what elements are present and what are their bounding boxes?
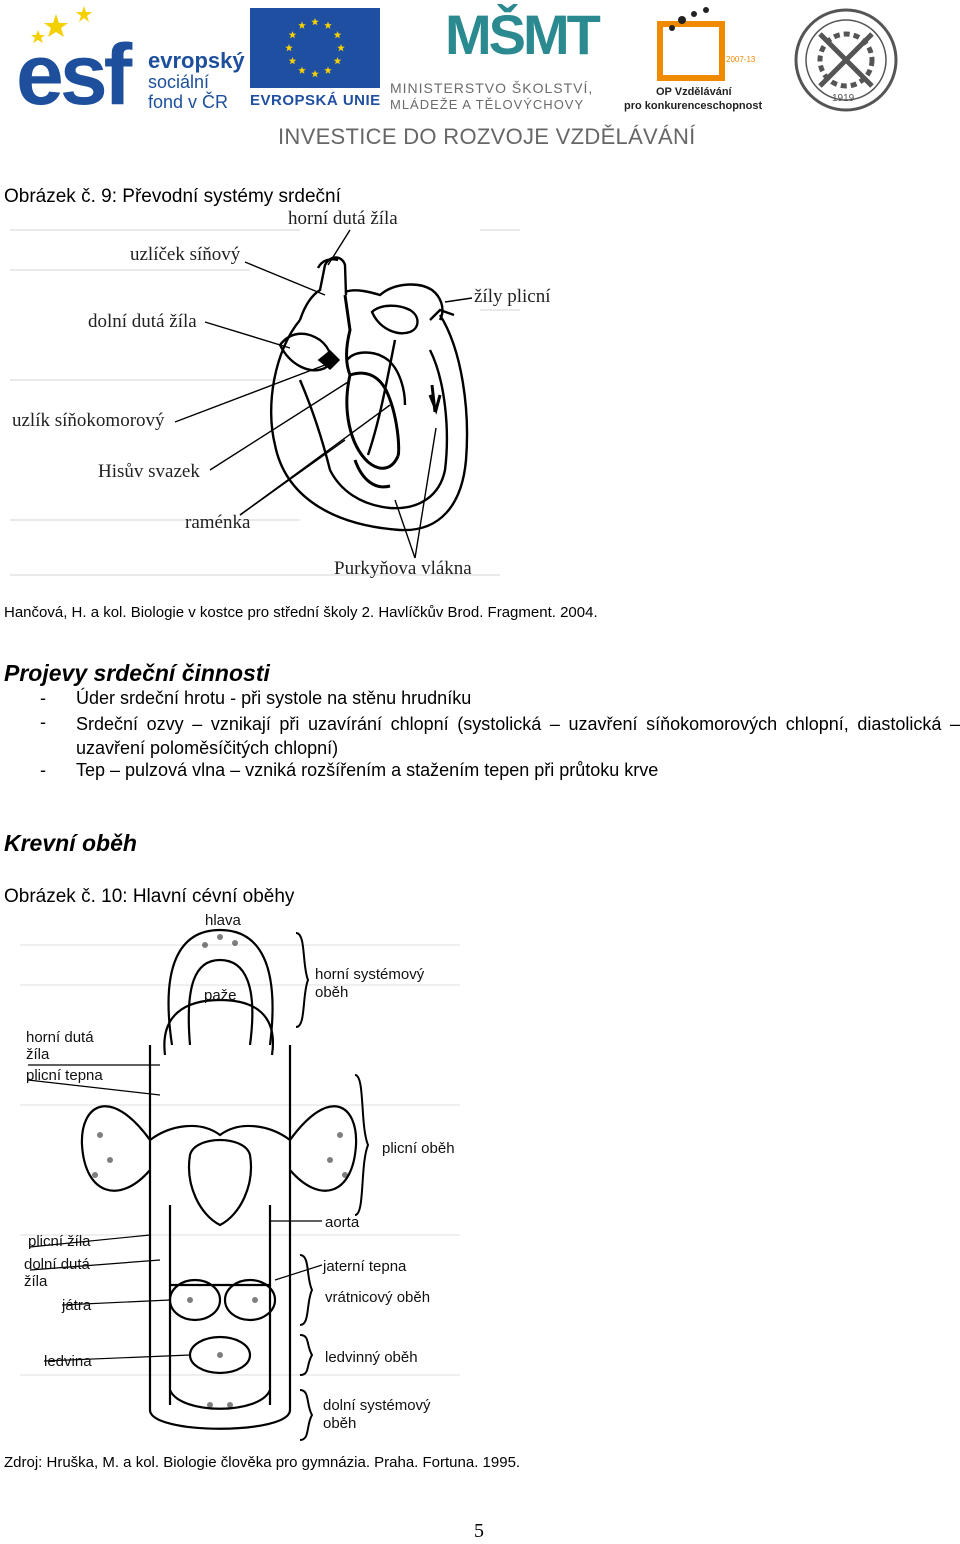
label-horni-systemovy-1: horní systémový [315, 966, 425, 983]
eu-star [288, 57, 297, 65]
header-tagline: INVESTICE DO ROZVOJE VZDĚLÁVÁNÍ [278, 124, 696, 149]
label-hisuv-svazek: Hisův svazek [98, 461, 200, 482]
figure-10-circulation-diagram: hlava horní systémový oběh paže horní du… [20, 912, 460, 1441]
seal-logo: 1919 [792, 6, 900, 114]
msmt-line-1: MINISTERSTVO ŠKOLSTVÍ, [390, 80, 594, 96]
conduction-system [317, 294, 442, 489]
eu-star [298, 21, 306, 29]
figure-9-heart-conduction-diagram: horní dutá žíla uzlíček síňový žíly plic… [10, 208, 551, 579]
esf-logo: esf evropský sociální fond v ČR [16, 4, 246, 123]
heart-outline [269, 256, 469, 532]
op-line-2: pro konkurenceschopnost [624, 100, 763, 112]
op-mark: 2007-13 [657, 7, 756, 81]
op-line-1: OP Vzdělávání [656, 86, 732, 98]
label-horni-duta-zila: horní dutá žíla [288, 208, 398, 229]
eu-star [298, 66, 306, 74]
op-years: 2007-13 [726, 55, 756, 64]
label-zily-plicni: žíly plicní [474, 286, 551, 307]
eu-logo: EVROPSKÁ UNIE [250, 8, 382, 114]
label-horni-duta-1: horní dutá [26, 1029, 94, 1046]
header-logos: esf evropský sociální fond v ČR EVROPSKÁ… [0, 0, 960, 160]
label-jatra: játra [61, 1297, 92, 1314]
label-uzlicek-sinovy: uzlíček síňový [130, 244, 241, 265]
label-plicni-obeh: plicní oběh [382, 1140, 455, 1157]
label-dolni-systemovy-1: dolní systémový [323, 1397, 431, 1414]
label-hlava: hlava [205, 912, 242, 929]
eu-star [333, 57, 342, 65]
label-ledvina: ledvina [44, 1353, 92, 1370]
eu-star [285, 44, 293, 52]
label-plicni-zila: plicní žíla [28, 1233, 91, 1250]
eu-star [333, 31, 342, 39]
bullet-item: - Tep – pulzová vlna – vzniká rozšířením… [40, 760, 960, 784]
label-ramenka: raménka [185, 512, 251, 533]
esf-text-2: sociální [148, 72, 210, 92]
op-logo: 2007-13 OP Vzdělávání pro konkurencescho… [622, 4, 772, 114]
bullet-dash: - [40, 712, 46, 732]
capillary-texture [92, 934, 348, 1408]
bullet-text: Srdeční ozvy – vznikají při uzavírání ch… [76, 714, 960, 758]
msmt-line-2: MLÁDEŽE A TĚLOVÝCHOVY [390, 97, 585, 112]
label-dolni-duta-1: dolní dutá [24, 1256, 91, 1273]
esf-text-3: fond v ČR [148, 92, 229, 112]
section-heading-krevni-obeh: Krevní oběh [4, 830, 137, 856]
bullet-text: Tep – pulzová vlna – vzniká rozšířením a… [76, 760, 659, 780]
eu-label: EVROPSKÁ UNIE [250, 92, 381, 109]
braces [295, 932, 370, 1441]
pointer-lines [174, 229, 473, 559]
seal-year: 1919 [832, 93, 855, 104]
seal-emblem: 1919 [794, 8, 898, 112]
label-horni-duta-2: žíla [26, 1046, 50, 1063]
label-purkynova-vlakna: Purkyňova vlákna [334, 558, 472, 579]
esf-mark-text: esf [16, 27, 133, 114]
msmt-mark: MŠMT [445, 3, 601, 66]
esf-mark: esf [16, 6, 137, 123]
eu-star [337, 44, 345, 52]
label-aorta: aorta [325, 1214, 360, 1231]
msmt-logo: MŠMT MINISTERSTVO ŠKOLSTVÍ, MLÁDEŽE A TĚ… [390, 2, 620, 114]
label-paze: paže [204, 987, 237, 1004]
vessel-loops [80, 928, 358, 1430]
label-dolni-systemovy-2: oběh [323, 1415, 356, 1432]
eu-star [311, 70, 319, 78]
pointer-lines [27, 1064, 323, 1362]
bullet-text: Úder srdeční hrotu - při systole na stěn… [76, 688, 472, 708]
bullet-item: - Srdeční ozvy – vznikají při uzavírání … [40, 712, 960, 760]
bullet-dash: - [40, 688, 46, 708]
bullet-item: - Úder srdeční hrotu - při systole na st… [40, 688, 960, 712]
label-uzlik-sinokomorovy: uzlík síňokomorový [12, 410, 165, 431]
figure-9-caption: Obrázek č. 9: Převodní systémy srdeční [4, 186, 341, 207]
figure-9-source: Hančová, H. a kol. Biologie v kostce pro… [4, 604, 598, 621]
eu-flag [250, 8, 380, 88]
label-dolni-duta-2: žíla [24, 1273, 48, 1290]
page-number: 5 [474, 1520, 484, 1542]
section-heading-projevy: Projevy srdeční činnosti [4, 660, 270, 686]
eu-star [288, 31, 297, 39]
figure-10-caption: Obrázek č. 10: Hlavní cévní oběhy [4, 886, 295, 907]
eu-star [324, 21, 332, 29]
label-horni-systemovy-2: oběh [315, 984, 348, 1001]
esf-stars [31, 6, 92, 43]
eu-star [324, 66, 332, 74]
label-plicni-tepna: plicní tepna [26, 1067, 103, 1084]
label-vratnicovy: vrátnicový oběh [325, 1289, 430, 1306]
eu-star [311, 18, 319, 26]
bullet-dash: - [40, 760, 46, 780]
esf-text-1: evropský [148, 48, 245, 73]
label-jaterni-tepna: jaterní tepna [322, 1258, 407, 1275]
label-ledvinny: ledvinný oběh [325, 1349, 418, 1366]
figure-10-source: Zdroj: Hruška, M. a kol. Biologie člověk… [4, 1454, 521, 1471]
label-dolni-duta-zila: dolní dutá žíla [88, 311, 197, 332]
